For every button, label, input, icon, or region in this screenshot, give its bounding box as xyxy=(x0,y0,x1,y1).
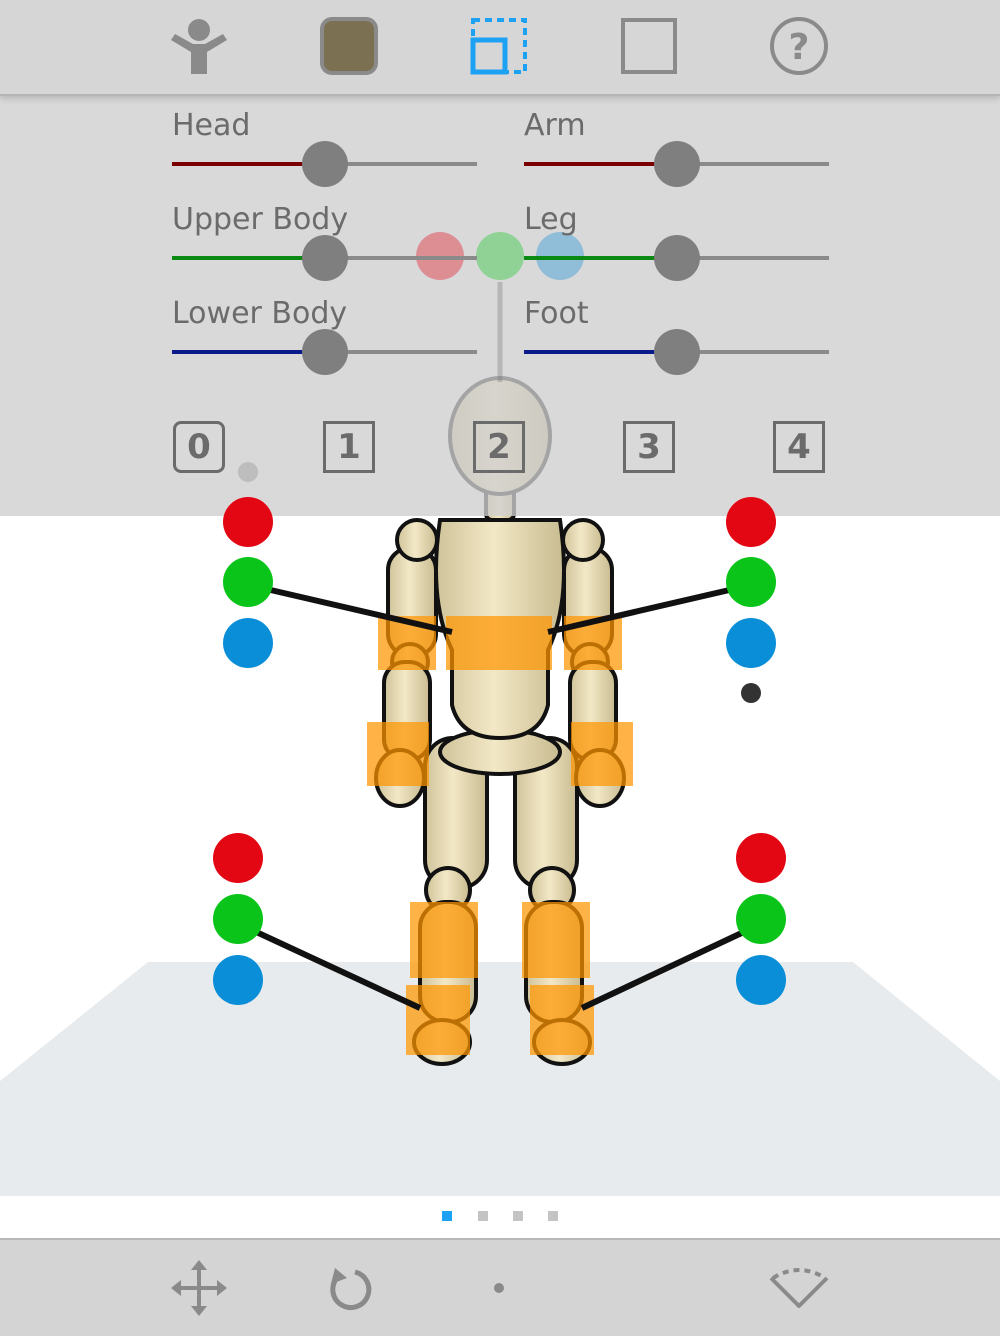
joint-box-right-ankle[interactable] xyxy=(530,985,594,1055)
left-leg-handle-red[interactable] xyxy=(213,833,263,883)
connector-right-arm xyxy=(547,585,739,635)
slider-head[interactable] xyxy=(172,140,477,190)
left-arm-handle-blue[interactable] xyxy=(223,618,273,668)
connector-left-arm xyxy=(261,585,453,635)
slider-lower-body[interactable] xyxy=(172,328,477,378)
right-shoulder[interactable] xyxy=(561,518,605,562)
preset-button-0[interactable]: 0 xyxy=(173,421,225,473)
left-leg-handle-blue[interactable] xyxy=(213,955,263,1005)
connector-left-leg xyxy=(250,927,422,1011)
joint-box-left-knee[interactable] xyxy=(410,902,478,978)
page-dot-3[interactable] xyxy=(513,1211,523,1221)
slider-foot[interactable] xyxy=(524,328,829,378)
left-leg-handle-green[interactable] xyxy=(213,894,263,944)
right-arm-handle-blue[interactable] xyxy=(726,618,776,668)
right-leg-handle-red[interactable] xyxy=(736,833,786,883)
right-arm-handle-green[interactable] xyxy=(726,557,776,607)
small-dark-dot[interactable] xyxy=(741,683,761,703)
preset-button-4[interactable]: 4 xyxy=(773,421,825,473)
floor-plane xyxy=(0,962,1000,1196)
frame-button[interactable] xyxy=(617,14,681,78)
frame-square-icon xyxy=(621,18,677,74)
connector-right-leg xyxy=(580,927,750,1011)
right-leg-handle-green[interactable] xyxy=(736,894,786,944)
move-button[interactable] xyxy=(167,1256,231,1320)
selection-square-icon xyxy=(470,18,527,75)
small-gray-dot[interactable] xyxy=(238,462,258,482)
page-dot-1[interactable] xyxy=(442,1211,452,1221)
slider-thumb[interactable] xyxy=(653,235,700,281)
pose-person-button[interactable] xyxy=(167,14,231,78)
svg-text:?: ? xyxy=(789,27,810,68)
preset-button-3[interactable]: 3 xyxy=(623,421,675,473)
slider-thumb[interactable] xyxy=(301,235,348,281)
left-shoulder[interactable] xyxy=(395,518,439,562)
preset-button-2[interactable]: 2 xyxy=(473,421,525,473)
left-arm-handle-red[interactable] xyxy=(223,497,273,547)
camera-angle-button[interactable] xyxy=(767,1256,831,1320)
help-icon: ? xyxy=(770,17,828,75)
right-leg-handle-blue[interactable] xyxy=(736,955,786,1005)
slider-thumb[interactable] xyxy=(653,329,700,375)
model-color-button[interactable] xyxy=(317,14,381,78)
slider-label-lower-body: Lower Body xyxy=(172,296,348,331)
slider-upper-body[interactable] xyxy=(172,234,477,284)
viewport-3d[interactable] xyxy=(0,96,1000,1196)
slider-label-foot: Foot xyxy=(524,296,589,331)
left-arm-handle-green[interactable] xyxy=(223,557,273,607)
page-indicator xyxy=(0,1208,1000,1224)
model-color-square-icon xyxy=(320,17,378,75)
center-dot-icon xyxy=(494,1283,504,1293)
page-dot-2[interactable] xyxy=(478,1211,488,1221)
slider-label-arm: Arm xyxy=(524,108,586,143)
camera-angle-icon xyxy=(769,1268,829,1308)
joint-box-right-wrist[interactable] xyxy=(571,722,633,786)
right-arm-handle-red[interactable] xyxy=(726,497,776,547)
page-dot-4[interactable] xyxy=(548,1211,558,1221)
help-button[interactable]: ? xyxy=(767,14,831,78)
joint-box-left-wrist[interactable] xyxy=(367,722,429,786)
slider-thumb[interactable] xyxy=(653,141,700,187)
rotate-icon xyxy=(330,1268,372,1310)
selection-mode-button[interactable] xyxy=(467,14,531,78)
joint-box-left-ankle[interactable] xyxy=(406,985,470,1055)
center-button[interactable] xyxy=(467,1256,531,1320)
top-toolbar: ? xyxy=(0,0,1000,96)
slider-label-upper-body: Upper Body xyxy=(172,202,349,237)
slider-thumb[interactable] xyxy=(301,141,348,187)
pose-settings-panel xyxy=(0,96,1000,516)
slider-thumb[interactable] xyxy=(301,329,348,375)
slider-arm[interactable] xyxy=(524,140,829,190)
head-handle-green[interactable] xyxy=(476,232,524,280)
slider-label-head: Head xyxy=(172,108,251,143)
joint-box-right-knee[interactable] xyxy=(522,902,590,978)
person-icon xyxy=(171,19,227,74)
bottom-toolbar xyxy=(0,1238,1000,1336)
preset-button-1[interactable]: 1 xyxy=(323,421,375,473)
joint-box-waist[interactable] xyxy=(446,616,552,670)
rotate-button[interactable] xyxy=(317,1256,381,1320)
slider-leg[interactable] xyxy=(524,234,829,284)
move-arrows-icon xyxy=(171,1260,227,1316)
slider-label-leg: Leg xyxy=(524,202,578,237)
